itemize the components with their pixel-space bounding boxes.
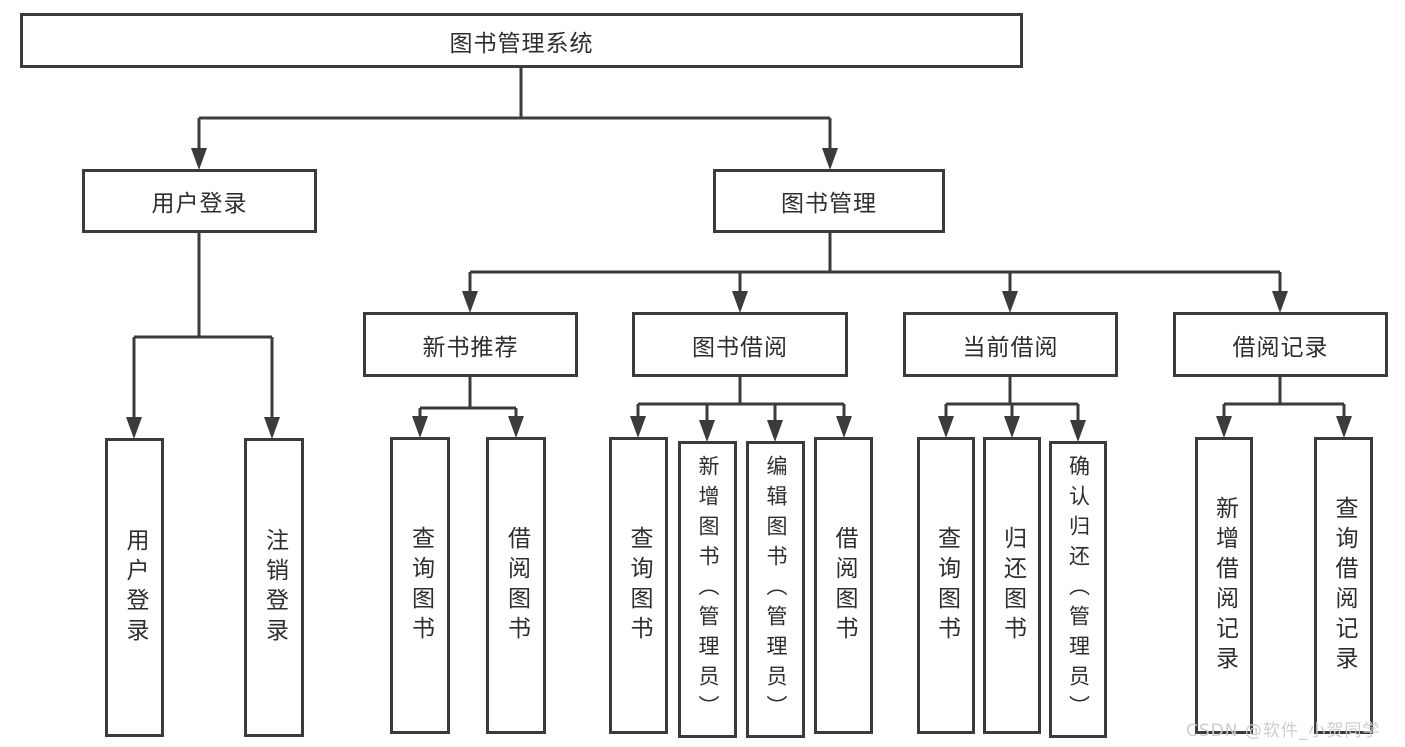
leaf-logout: 注销登录 (244, 438, 304, 737)
leaf-query-books-1: 查询图书 (390, 437, 450, 734)
node-label: 当前借阅 (962, 334, 1059, 361)
leaf-return-books: 归还图书 (983, 437, 1041, 734)
node-label: 查询图书 (933, 525, 960, 646)
node-label: 新增图书（管理员） (696, 454, 720, 725)
node-borrowing-records: 借阅记录 (1173, 312, 1388, 377)
node-label: 新书推荐 (422, 334, 519, 361)
node-label: 归还图书 (999, 525, 1026, 646)
leaf-confirm-return-admin: 确认归还（管理员） (1049, 441, 1107, 738)
node-label: 注销登录 (261, 527, 288, 648)
node-current-borrowing: 当前借阅 (903, 312, 1118, 377)
node-label: 确认归还（管理员） (1066, 454, 1091, 725)
node-label: 图书管理 (781, 191, 877, 217)
node-book-management-branch: 图书管理 (713, 169, 945, 233)
node-label: 用户登录 (151, 191, 248, 217)
node-label: 图书管理系统 (449, 30, 594, 57)
node-label: 编辑图书（管理员） (764, 454, 788, 725)
node-library-management-system: 图书管理系统 (20, 13, 1023, 68)
node-label: 新增借阅记录 (1211, 495, 1238, 676)
node-label: 借阅记录 (1232, 334, 1329, 361)
leaf-query-books-2: 查询图书 (609, 437, 668, 734)
node-book-borrowing: 图书借阅 (632, 312, 848, 377)
leaf-borrow-books-2: 借阅图书 (814, 437, 873, 734)
leaf-user-login: 用户登录 (105, 438, 164, 737)
leaf-query-books-3: 查询图书 (917, 437, 975, 734)
node-label: 查询图书 (626, 525, 652, 646)
csdn-watermark: CSDN @软件_小贺同学 (1186, 721, 1381, 741)
leaf-edit-books-admin: 编辑图书（管理员） (746, 441, 805, 738)
leaf-add-books-admin: 新增图书（管理员） (678, 441, 737, 738)
node-label: 借阅图书 (503, 525, 530, 646)
leaf-borrow-books-1: 借阅图书 (486, 437, 546, 734)
leaf-add-borrow-record: 新增借阅记录 (1195, 437, 1253, 734)
arrowhead-icons (126, 148, 1352, 442)
node-user-login-branch: 用户登录 (82, 169, 317, 233)
leaf-query-borrow-record: 查询借阅记录 (1314, 437, 1373, 734)
node-label: 借阅图书 (831, 525, 857, 646)
node-label: 查询图书 (407, 525, 434, 646)
node-new-book-recommendation: 新书推荐 (363, 312, 578, 377)
node-label: 图书借阅 (692, 334, 788, 361)
node-label: 查询借阅记录 (1331, 495, 1357, 676)
node-label: 用户登录 (122, 527, 148, 648)
